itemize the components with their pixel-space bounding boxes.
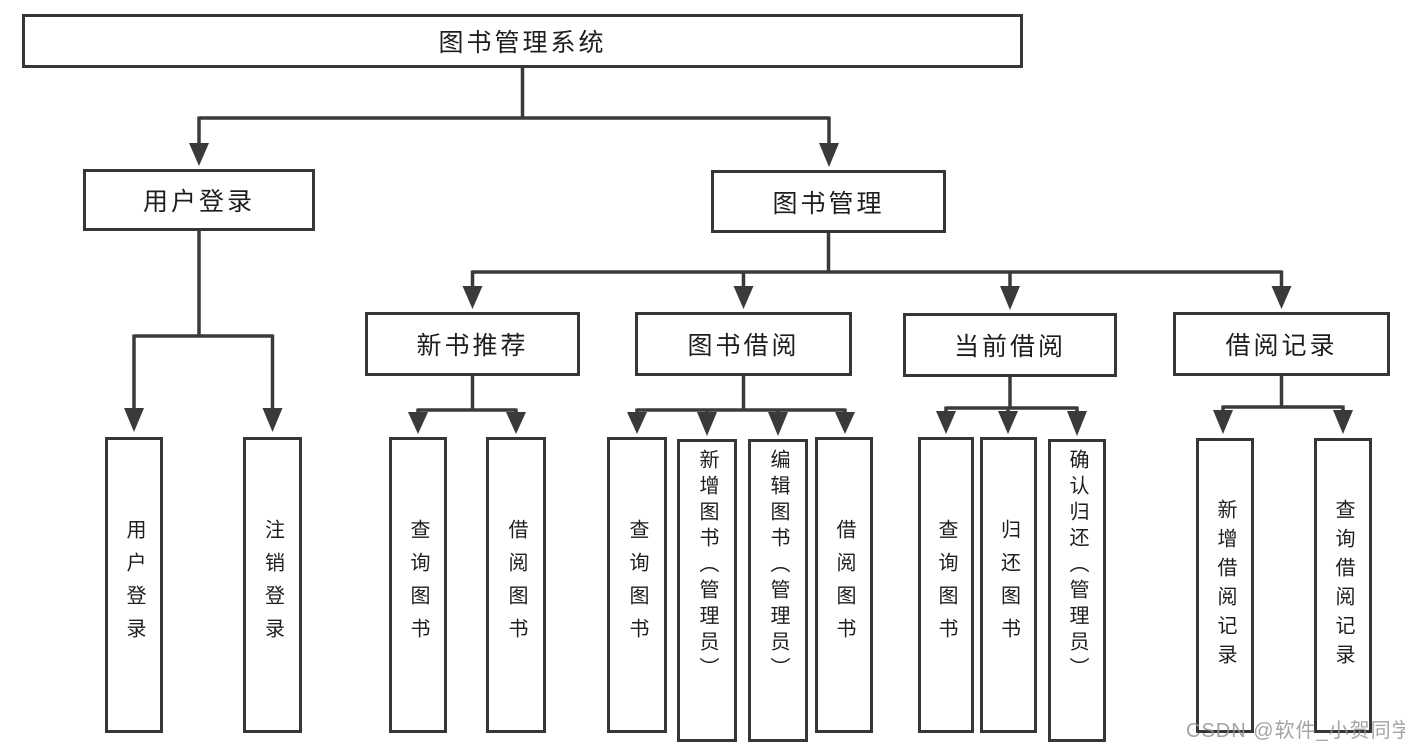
csdn-watermark: CSDN @软件_小贺同学	[1186, 720, 1405, 742]
arrow-br-leaf2	[1333, 410, 1353, 434]
arrow-cb-leaf1	[936, 411, 956, 434]
arrow-bb-leaf3	[768, 412, 788, 436]
arrow-current-borrow	[1000, 286, 1020, 310]
node-book-management: 图书管理	[711, 170, 946, 233]
arrow-user-login-leaf	[124, 408, 144, 432]
node-leaf-query-books-3: 查询图书	[918, 437, 974, 733]
node-leaf-query-books-1: 查询图书	[389, 437, 447, 733]
arrow-cb-leaf2	[998, 411, 1018, 434]
arrow-book-borrow	[733, 286, 754, 309]
node-library-management-system: 图书管理系统	[22, 14, 1023, 68]
node-leaf-add-borrow-record: 新增借阅记录	[1196, 438, 1254, 733]
node-leaf-borrow-books-2: 借阅图书	[815, 437, 873, 733]
node-leaf-edit-books-admin: 编辑图书（管理员）	[748, 439, 808, 742]
arrow-user-login	[189, 143, 209, 166]
arrowheads	[124, 143, 1353, 436]
node-leaf-confirm-return-admin: 确认归还（管理员）	[1048, 439, 1106, 742]
node-leaf-add-books-admin: 新增图书（管理员）	[677, 439, 737, 742]
arrow-new-book	[462, 286, 483, 309]
node-leaf-query-books-2: 查询图书	[607, 437, 667, 733]
arrow-bb-leaf2	[697, 412, 717, 436]
node-leaf-borrow-books-1: 借阅图书	[486, 437, 546, 733]
arrow-borrow-records	[1271, 286, 1292, 309]
arrow-book-management	[819, 143, 839, 167]
arrow-cb-leaf3	[1067, 411, 1087, 436]
arrow-nb-leaf2	[506, 412, 526, 434]
node-user-login: 用户登录	[83, 169, 315, 231]
node-leaf-user-login: 用户登录	[105, 437, 163, 733]
node-leaf-return-books: 归还图书	[980, 437, 1037, 733]
arrow-bb-leaf4	[835, 412, 855, 434]
arrow-bb-leaf1	[627, 412, 647, 434]
node-new-book-recommend: 新书推荐	[365, 312, 580, 376]
arrow-nb-leaf1	[408, 412, 428, 434]
node-leaf-logout: 注销登录	[243, 437, 302, 733]
node-current-borrowing: 当前借阅	[903, 313, 1117, 377]
node-borrowing-records: 借阅记录	[1173, 312, 1390, 376]
node-book-borrowing: 图书借阅	[635, 312, 852, 376]
node-leaf-query-borrow-record: 查询借阅记录	[1314, 438, 1372, 733]
arrow-logout-leaf	[262, 408, 283, 432]
arrow-br-leaf1	[1213, 410, 1233, 434]
